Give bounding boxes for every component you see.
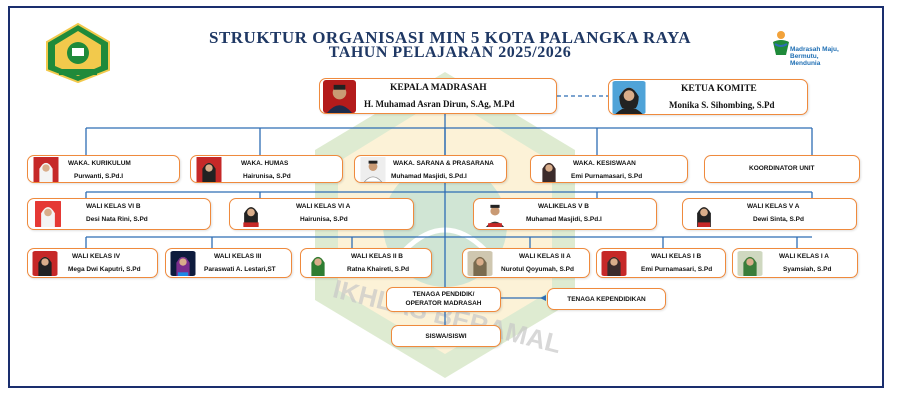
- homeroom-box-2b: WALI KELAS II B Ratna Khaireti, S.Pd: [300, 248, 432, 278]
- homeroom-role: WALI KELAS III: [214, 253, 262, 260]
- tagline-line-1: Madrasah Maju,: [790, 46, 839, 53]
- homeroom-name: Ratna Khaireti, S.Pd: [347, 266, 410, 273]
- head-role: KEPALA MADRASAH: [390, 83, 487, 93]
- homeroom-photo: [467, 251, 493, 276]
- homeroom-photo: [480, 201, 510, 227]
- deputy-role: WAKA. SARANA & PRASARANA: [393, 160, 494, 167]
- homeroom-name: Desi Nata Rini, S.Pd: [86, 216, 148, 223]
- committee-role: KETUA KOMITE: [681, 84, 757, 94]
- staff-label: TENAGA KEPENDIDIKAN: [567, 296, 646, 303]
- coordinator-box: KOORDINATOR UNIT: [704, 155, 860, 183]
- committee-box: KETUA KOMITE Monika S. Sihombing, S.Pd: [608, 79, 808, 115]
- deputy-box-facilities: WAKA. SARANA & PRASARANA Muhamad Masjidi…: [354, 155, 507, 183]
- homeroom-role: WALI KELAS V A: [747, 203, 800, 210]
- homeroom-box-5a: WALI KELAS V A Dewi Sinta, S.Pd: [682, 198, 857, 230]
- homeroom-name: Mega Dwi Kaputri, S.Pd: [68, 266, 141, 273]
- ministry-logo-icon: [46, 22, 110, 84]
- homeroom-role: WALI KELAS VI A: [296, 203, 351, 210]
- tagline-line-2: Bermutu,: [790, 53, 819, 60]
- deputy-name: Purwanti, S.Pd.I: [74, 173, 124, 180]
- homeroom-photo: [236, 201, 266, 227]
- head-box: KEPALA MADRASAH H. Muhamad Asran Dirun, …: [319, 78, 557, 114]
- deputy-name: Muhamad Masjidi, S.Pd.I: [391, 173, 467, 180]
- homeroom-box-5b: WALIKELAS V B Muhamad Masjidi, S.Pd.I: [473, 198, 657, 230]
- homeroom-role: WALI KELAS VI B: [86, 203, 141, 210]
- homeroom-name: Muhamad Masjidi, S.Pd.I: [526, 216, 602, 223]
- homeroom-box-1a: WALI KELAS I A Syamsiah, S.Pd: [732, 248, 858, 278]
- deputy-photo: [534, 157, 564, 182]
- deputy-photo: [31, 157, 61, 182]
- homeroom-role: WALI KELAS IV: [72, 253, 121, 260]
- homeroom-role: WALIKELAS V B: [538, 203, 589, 210]
- chart-subtitle: TAHUN PELAJARAN 2025/2026: [328, 44, 572, 61]
- deputy-role: WAKA. KESISWAAN: [573, 160, 636, 167]
- committee-photo: [612, 81, 646, 114]
- homeroom-photo: [601, 251, 627, 276]
- deputy-photo: [358, 157, 388, 182]
- deputy-role: WAKA. KURIKULUM: [68, 160, 131, 167]
- students-label: SISWA/SISWI: [425, 333, 467, 340]
- head-name: H. Muhamad Asran Dirun, S.Ag, M.Pd: [364, 99, 515, 109]
- deputy-box-curriculum: WAKA. KURIKULUM Purwanti, S.Pd.I: [27, 155, 180, 183]
- deputy-box-student-affairs: WAKA. KESISWAAN Emi Purnamasari, S.Pd: [530, 155, 688, 183]
- educators-line-2: OPERATOR MADRASAH: [405, 300, 482, 307]
- educators-box: TENAGA PENDIDIK/ OPERATOR MADRASAH: [386, 287, 501, 312]
- homeroom-box-1b: WALI KELAS I B Emi Purnamasari, S.Pd: [596, 248, 726, 278]
- head-photo: [323, 80, 356, 113]
- deputy-photo: [194, 157, 224, 182]
- homeroom-name: Paraswati A. Lestari,ST: [204, 266, 276, 273]
- coordinator-role: KOORDINATOR UNIT: [749, 165, 815, 172]
- homeroom-name: Syamsiah, S.Pd: [783, 266, 832, 273]
- homeroom-box-2a: WALI KELAS II A Nurotul Qoyumah, S.Pd: [462, 248, 590, 278]
- deputy-name: Hairunisa, S.Pd: [243, 173, 291, 180]
- deputy-name: Emi Purnamasari, S.Pd: [571, 173, 643, 180]
- tagline-line-3: Mendunia: [790, 60, 821, 67]
- homeroom-role: WALI KELAS II A: [519, 253, 571, 260]
- homeroom-box-6a: WALI KELAS VI A Hairunisa, S.Pd: [229, 198, 414, 230]
- homeroom-photo: [170, 251, 196, 276]
- committee-name: Monika S. Sihombing, S.Pd: [669, 100, 775, 110]
- homeroom-photo: [305, 251, 331, 276]
- staff-box: TENAGA KEPENDIDIKAN: [547, 288, 666, 310]
- chart-title: STRUKTUR ORGANISASI MIN 5 KOTA PALANGKA …: [208, 28, 692, 47]
- homeroom-box-6b: WALI KELAS VI B Desi Nata Rini, S.Pd: [27, 198, 211, 230]
- homeroom-box-3: WALI KELAS III Paraswati A. Lestari,ST: [165, 248, 292, 278]
- homeroom-role: WALI KELAS II B: [351, 253, 403, 260]
- homeroom-photo: [689, 201, 719, 227]
- homeroom-role: WALI KELAS I A: [779, 253, 829, 260]
- homeroom-name: Nurotul Qoyumah, S.Pd: [501, 266, 574, 273]
- homeroom-photo: [33, 201, 63, 227]
- deputy-box-public-relations: WAKA. HUMAS Hairunisa, S.Pd: [190, 155, 343, 183]
- tagline: Madrasah Maju, Bermutu, Mendunia: [790, 46, 839, 67]
- homeroom-name: Dewi Sinta, S.Pd: [753, 216, 804, 223]
- students-box: SISWA/SISWI: [391, 325, 501, 347]
- deputy-role: WAKA. HUMAS: [241, 160, 289, 167]
- homeroom-box-4: WALI KELAS IV Mega Dwi Kaputri, S.Pd: [27, 248, 158, 278]
- homeroom-name: Hairunisa, S.Pd: [300, 216, 348, 223]
- page-frame: [8, 6, 884, 388]
- educators-line-1: TENAGA PENDIDIK/: [412, 291, 475, 298]
- homeroom-photo: [737, 251, 763, 276]
- homeroom-photo: [32, 251, 58, 276]
- madrasah-maju-logo-icon: [773, 31, 789, 55]
- homeroom-role: WALI KELAS I B: [651, 253, 702, 260]
- homeroom-name: Emi Purnamasari, S.Pd: [641, 266, 713, 273]
